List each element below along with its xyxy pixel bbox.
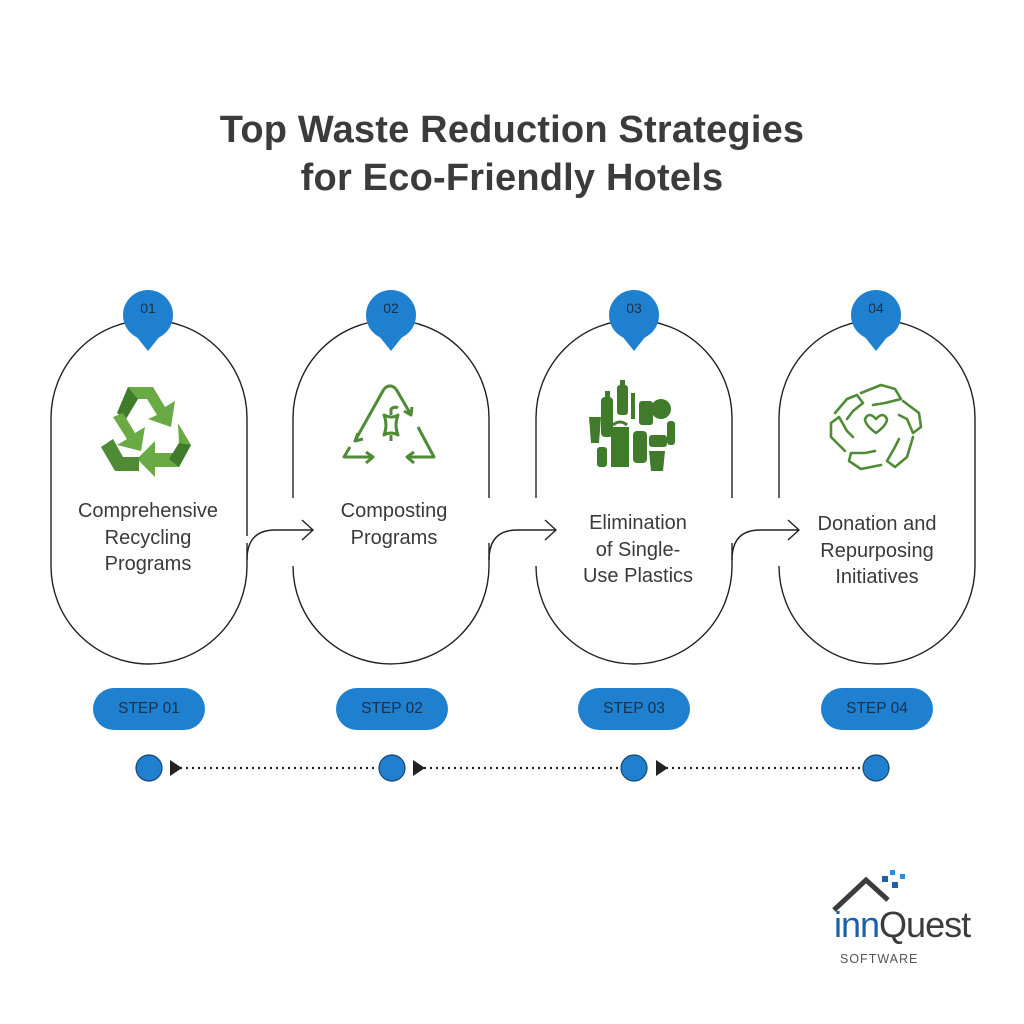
timeline-node-2: [378, 754, 406, 782]
number-marker-4: [851, 290, 901, 351]
timeline-node-1: [135, 754, 163, 782]
number-marker-2: [366, 290, 416, 351]
single-use-plastics-icon: [589, 380, 675, 471]
timeline-arrow-3: [656, 760, 668, 776]
timeline-node-4: [862, 754, 890, 782]
page-title: Top Waste Reduction Strategies for Eco-F…: [0, 106, 1024, 202]
house-roof-icon: [832, 870, 905, 912]
step-pill-3: STEP 03: [578, 688, 690, 730]
step-number-1: 01: [140, 300, 156, 316]
logo-subtitle: SOFTWARE: [840, 952, 919, 966]
connector-arrow-2: [488, 529, 555, 561]
card-label-3: Elimination of Single- Use Plastics: [582, 512, 694, 587]
title-line-2: for Eco-Friendly Hotels: [300, 157, 724, 199]
card-outline-1: [50, 319, 248, 665]
helping-hands-heart-icon: [829, 383, 923, 471]
step-pill-2: STEP 02: [336, 688, 448, 730]
compost-apple-core-icon: [342, 384, 436, 465]
timeline-arrow-1: [170, 760, 182, 776]
connector-arrow-1: [246, 529, 312, 561]
step-pill-4: STEP 04: [821, 688, 933, 730]
number-marker-3: [609, 290, 659, 351]
step-number-3: 03: [626, 300, 642, 316]
step-number-4: 04: [868, 300, 884, 316]
recycling-arrows-icon: [101, 387, 191, 477]
card-label-4: Donation and Repurposing Initiatives: [817, 513, 937, 588]
step-pill-1: STEP 01: [93, 688, 205, 730]
title-line-1: Top Waste Reduction Strategies: [219, 109, 805, 151]
number-marker-1: [123, 290, 173, 351]
timeline-arrow-2: [413, 760, 425, 776]
card-label-1: Comprehensive Recycling Programs: [77, 500, 219, 575]
timeline-node-3: [620, 754, 648, 782]
innquest-logo: innQuest SOFTWARE: [828, 866, 988, 976]
logo-wordmark: innQuest: [834, 904, 971, 945]
step-number-2: 02: [383, 300, 399, 316]
card-label-2: Composting Programs: [340, 500, 448, 549]
connector-arrow-3: [731, 529, 798, 561]
card-outline-4: [778, 319, 976, 665]
